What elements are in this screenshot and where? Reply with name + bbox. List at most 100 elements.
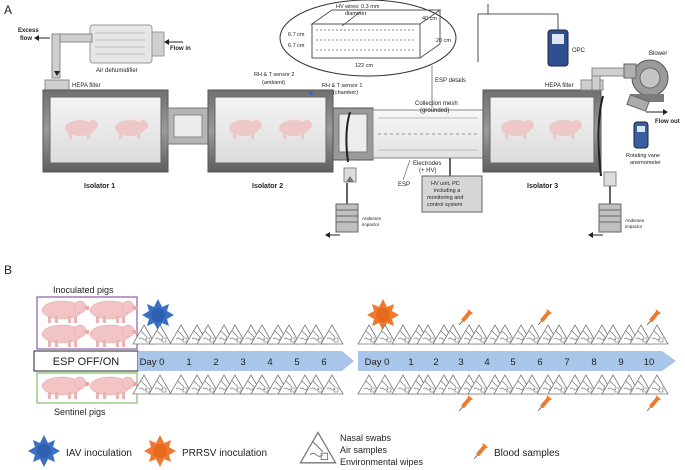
hv-unit-box xyxy=(421,158,483,213)
timeline-2-day: 6 xyxy=(537,357,542,368)
legend-blood-label: Blood samples xyxy=(494,448,560,459)
blood-sample-syringe-bottom xyxy=(458,395,474,412)
sampling-triangle-top xyxy=(320,324,344,345)
flow-in-arrow xyxy=(164,39,183,45)
isolator-3 xyxy=(482,89,602,173)
air-dehumidifier xyxy=(89,24,165,64)
air-dehumidifier-label: Air dehumidifier xyxy=(96,68,138,74)
rh-t-sensor-1-label-2: (chamber) xyxy=(333,90,358,96)
andersen-right-label-1: Andersen xyxy=(625,218,645,223)
sampling-triangle-bottom xyxy=(373,374,397,395)
electrodes-label-2: (+ HV) xyxy=(419,168,437,174)
opc-label: OPC xyxy=(572,48,586,54)
connector-1-2 xyxy=(167,107,209,145)
sampling-triangle-bottom xyxy=(320,374,344,395)
rotating-vane-anemometer xyxy=(633,121,649,149)
rh-t-sensor-2-label-1: RH & T sensor 2 xyxy=(254,72,294,78)
sentinel-pigs-box xyxy=(36,372,138,404)
hv-unit-label-2: including a xyxy=(434,188,461,194)
andersen-impactor-right xyxy=(588,171,622,238)
timeline-2-day: 2 xyxy=(433,357,438,368)
timeline-2-day: 9 xyxy=(618,357,623,368)
isolator-2 xyxy=(207,89,334,173)
blood-sample-syringe-top xyxy=(458,309,474,326)
legend-iav-icon xyxy=(28,435,60,467)
sampling-triangle-bottom xyxy=(148,374,172,395)
sentinel-pigs-label: Sentinel pigs xyxy=(54,407,106,417)
andersen-left-label-2: impactor xyxy=(362,222,380,227)
dim-40-label: 40 cm xyxy=(422,16,437,22)
rh-t-sensor-2-dot xyxy=(309,91,313,95)
timeline-2-day: 3 xyxy=(458,357,463,368)
rotating-vane-label-1: Rotating vane xyxy=(626,153,660,159)
timeline-2-day: 8 xyxy=(591,357,596,368)
esp-pointer xyxy=(402,159,411,181)
andersen-left-label-1: Andersen xyxy=(362,216,382,221)
legend-sampling-icon xyxy=(299,431,337,464)
timeline-1-labels: Day 0 1 2 3 4 5 6 xyxy=(140,357,327,368)
prrsv-inoculation-icon xyxy=(367,299,399,331)
timeline-1-day: 2 xyxy=(213,357,218,368)
sampling-chamber-left xyxy=(332,107,374,183)
esp-toggle-label: ESP OFF/ON xyxy=(53,356,119,368)
legend-iav-label: IAV inoculation xyxy=(66,448,132,459)
timeline-1-day: 1 xyxy=(186,357,191,368)
panel-a-letter: A xyxy=(4,3,12,17)
rh-t-sensor-2-label-2: (ambient) xyxy=(262,80,285,86)
timeline-arrow-iav xyxy=(138,351,354,371)
timeline-1-day: 6 xyxy=(321,357,326,368)
timeline-1-day: 5 xyxy=(294,357,299,368)
legend-sampling-label-3: Environmental wipes xyxy=(340,457,424,467)
hepa-filter-right-label: HEPA filter xyxy=(545,83,574,89)
legend-prrsv-label: PRRSV inoculation xyxy=(182,448,267,459)
hepa-filter-left-label: HEPA filter xyxy=(72,83,101,89)
opc-device xyxy=(477,4,569,67)
dim-122-label: 122 cm xyxy=(355,63,373,69)
timeline-2-day: 10 xyxy=(644,357,655,368)
hv-wires-label-1: HV wires: 0.3 mm xyxy=(336,4,380,10)
dim-20-label: 20 cm xyxy=(436,38,451,44)
blood-sample-syringe-top xyxy=(646,309,662,326)
timeline-2-day: 1 xyxy=(408,357,413,368)
inoculated-pigs-label: Inoculated pigs xyxy=(53,285,114,295)
legend-sampling-label-2: Air samples xyxy=(340,445,388,455)
esp-details-label: ESP details xyxy=(435,78,466,84)
timeline-2-day: 4 xyxy=(484,357,489,368)
blower xyxy=(623,59,669,112)
blower-label: Blower xyxy=(649,51,667,57)
inlet-duct xyxy=(51,33,93,79)
esp-label: ESP xyxy=(398,182,410,188)
iav-inoculation-icon xyxy=(142,299,174,331)
hepa-filter-left xyxy=(44,71,70,91)
isolator-2-label: Isolator 2 xyxy=(252,183,283,190)
panel-b-letter: B xyxy=(4,263,12,277)
esp-duct xyxy=(372,109,484,159)
timeline-1-day: Day 0 xyxy=(140,357,165,368)
excess-flow-label-2: flow xyxy=(20,36,32,42)
timeline-1-day: 4 xyxy=(267,357,272,368)
timeline-2-day: 5 xyxy=(510,357,515,368)
timeline-2-day: 7 xyxy=(564,357,569,368)
esp-details-ellipse xyxy=(279,0,457,77)
hv-unit-label-4: control system xyxy=(427,202,463,208)
timeline-arrow-prrsv xyxy=(358,351,676,371)
hv-wires-label-2: diameter xyxy=(345,11,367,17)
timeline-1-day: 3 xyxy=(240,357,245,368)
rh-t-sensor-1-label-1: RH & T sensor 1 xyxy=(322,83,362,89)
legend-sampling-label-1: Nasal swabs xyxy=(340,433,392,443)
legend-prrsv-icon xyxy=(144,435,176,467)
sampling-triangle-top xyxy=(645,324,669,345)
blood-sample-syringe-bottom xyxy=(537,395,553,412)
electrodes-label-1: Electrodes xyxy=(413,161,441,167)
sampling-triangle-bottom xyxy=(645,374,669,395)
timeline-2-day: Day 0 xyxy=(365,357,390,368)
collection-mesh-label-1: Collection mesh xyxy=(415,101,458,107)
excess-flow-arrow xyxy=(34,35,50,41)
flow-out-label: Flow out xyxy=(655,119,680,125)
sampling-triangle-top xyxy=(373,324,397,345)
legend-blood-icon xyxy=(473,443,489,460)
hv-unit-label-3: monitoring and xyxy=(427,195,463,201)
rotating-vane-label-2: anemometer xyxy=(630,160,661,166)
andersen-right-label-2: impactor xyxy=(625,224,643,229)
flow-out-arrow xyxy=(646,109,668,115)
